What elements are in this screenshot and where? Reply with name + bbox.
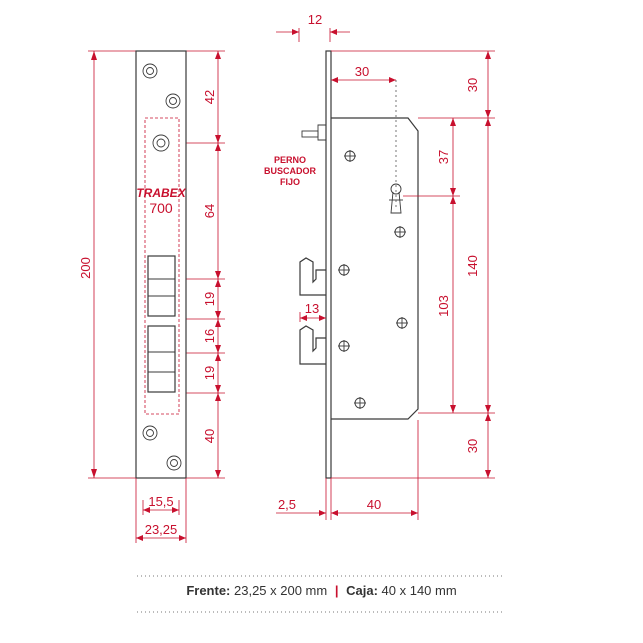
dim-side-13: 13 [305, 301, 319, 316]
caja-value: 40 x 140 mm [381, 583, 457, 598]
dim-front-inner-width: 15,5 [148, 494, 173, 509]
brand-name: TRABEX [136, 186, 186, 200]
faceplate-edge [325, 50, 332, 479]
guide-pin [152, 134, 170, 152]
dim-side-30-right-bottom: 30 [465, 439, 480, 453]
dim-side-2-5: 2,5 [278, 497, 296, 512]
brand-model: 700 [149, 200, 173, 216]
dim-side-140: 140 [465, 255, 480, 277]
dim-front-19a: 19 [202, 292, 217, 306]
front-view: 200 42 64 19 16 19 40 [78, 50, 225, 543]
dim-front-16: 16 [202, 329, 217, 343]
lock-case [331, 117, 419, 420]
dim-front-19b: 19 [202, 366, 217, 380]
spec-footer: Frente: 23,25 x 200 mm | Caja: 40 x 140 … [0, 583, 643, 598]
dim-side-103: 103 [436, 295, 451, 317]
cylinder-keyhole [389, 183, 403, 214]
dim-front-42: 42 [202, 90, 217, 104]
side-view: 12 PERNO BUSCADOR FIJO [264, 12, 495, 520]
latch-opening-lower [147, 325, 176, 393]
dim-front-height: 200 [78, 257, 93, 279]
frente-value: 23,25 x 200 mm [234, 583, 328, 598]
callout-line3: FIJO [280, 177, 300, 187]
dim-side-30-top: 30 [355, 64, 369, 79]
latch-bolt-lower [299, 325, 326, 365]
latch-opening-upper [147, 255, 176, 317]
guide-pin-side [301, 124, 327, 141]
faceplate [135, 50, 187, 479]
dim-side-37: 37 [436, 150, 451, 164]
dim-side-40: 40 [367, 497, 381, 512]
callout-line2: BUSCADOR [264, 166, 317, 176]
footer-separator: | [334, 583, 339, 598]
dim-side-30-right-top: 30 [465, 78, 480, 92]
frente-label: Frente: [186, 583, 231, 598]
faceplate-screws [142, 63, 182, 471]
dim-side-12: 12 [308, 12, 322, 27]
case-rivets [338, 150, 408, 409]
caja-label: Caja: [346, 583, 378, 598]
case-hidden-outline [144, 117, 180, 415]
callout-line1: PERNO [274, 155, 306, 165]
dim-front-40: 40 [202, 429, 217, 443]
dim-front-64: 64 [202, 204, 217, 218]
dim-front-width: 23,25 [145, 522, 178, 537]
latch-bolt-upper [299, 257, 326, 296]
